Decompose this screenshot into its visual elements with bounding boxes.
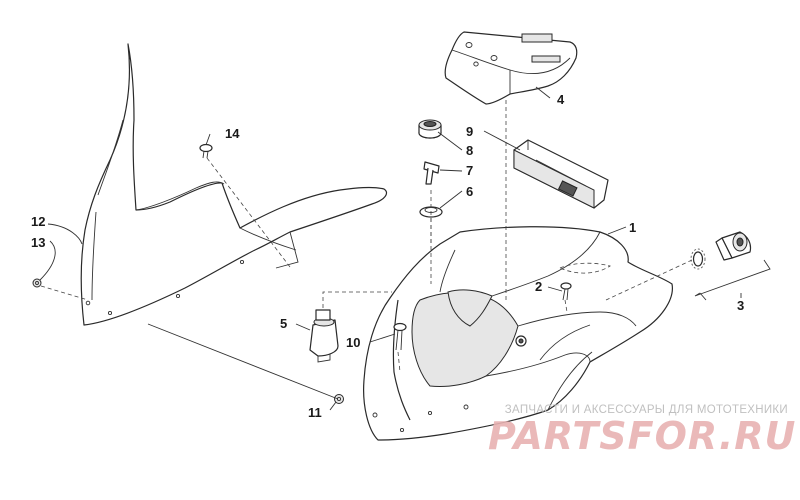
screw-2 [560,282,572,301]
callout-3: 3 [737,298,744,313]
callout-2: 2 [535,279,542,294]
callout-labels: 1 2 3 4 5 6 7 8 9 10 11 12 13 14 [31,92,744,420]
site-watermark: ЗАПЧАСТИ И АКСЕССУАРЫ ДЛЯ МОТОТЕХНИКИ PA… [488,404,797,458]
watermark-caption: ЗАПЧАСТИ И АКСЕССУАРЫ ДЛЯ МОТОТЕХНИКИ [504,404,788,416]
nut-11 [334,394,344,404]
callout-12: 12 [31,214,45,229]
front-fairing [363,226,673,441]
callout-11: 11 [308,405,322,420]
callout-8: 8 [466,143,473,158]
ignition-cap [418,119,442,139]
callout-7: 7 [466,163,473,178]
ignition-key [423,161,440,185]
lock-assembly [690,231,752,270]
screw-14 [199,143,213,159]
nut-13 [32,278,42,288]
callout-10: 10 [346,335,360,350]
switch-part [309,309,339,363]
screw-10 [393,322,407,351]
leader-lines [39,86,771,411]
control-unit [513,139,609,209]
callout-14: 14 [225,126,240,141]
watermark-logo: PARTSFOR.RU [488,414,797,458]
callout-5: 5 [280,316,287,331]
storage-box [444,31,578,105]
callout-9: 9 [466,124,473,139]
callout-1: 1 [629,220,636,235]
assembly-lines [40,100,693,373]
callout-4: 4 [557,92,565,107]
callout-13: 13 [31,235,45,250]
callout-6: 6 [466,184,473,199]
windshield [80,43,388,326]
